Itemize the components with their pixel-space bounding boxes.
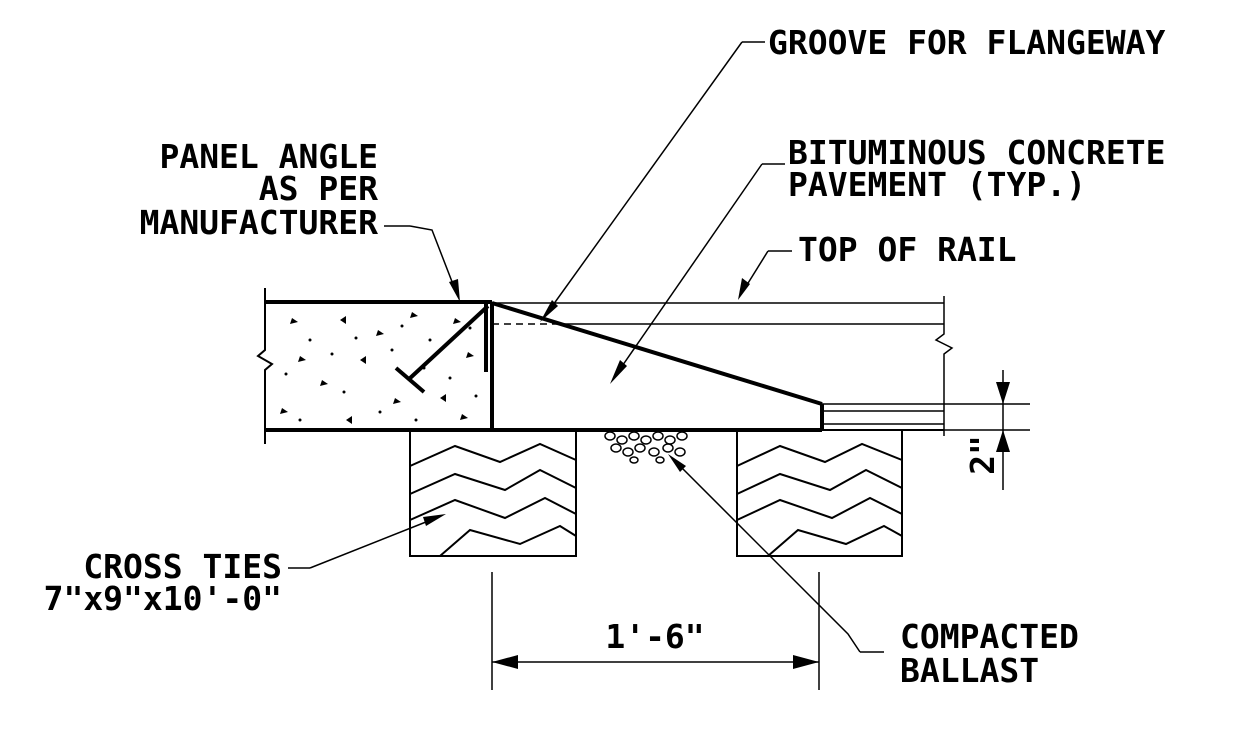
bituminous-label-line1: BITUMINOUS CONCRETE	[788, 133, 1166, 172]
panel-angle	[394, 300, 492, 394]
cross-ties-label-line1: CROSS TIES	[83, 547, 282, 586]
bituminous-pavement-wedge	[491, 301, 824, 432]
cross-ties-label-line2: 7"x9"x10'-0"	[44, 579, 282, 618]
rail-lines	[492, 296, 1030, 436]
compacted-ballast-leader	[668, 454, 884, 653]
top-of-rail-leader	[738, 250, 792, 300]
tie-spacing-dimension	[491, 572, 820, 690]
groove-for-flangeway-label: GROOVE FOR FLANGEWAY	[768, 23, 1165, 62]
cross-ties-leader	[288, 514, 446, 569]
panel-angle-label-line3: MANUFACTURER	[140, 203, 379, 242]
tie-spacing-label: 1'-6"	[605, 617, 704, 656]
top-of-rail-label: TOP OF RAIL	[798, 230, 1017, 269]
compacted-ballast-label-line1: COMPACTED	[900, 617, 1079, 656]
panel-angle-label-line2: AS PER	[259, 169, 378, 208]
concrete-stipple	[280, 312, 478, 424]
cross-tie-left	[409, 429, 577, 557]
pavement-offset-label: 2"	[963, 435, 1002, 475]
cross-tie-right	[736, 429, 903, 557]
compacted-ballast-label-line2: BALLAST	[900, 651, 1039, 690]
pavement-offset-dimension	[996, 370, 1010, 490]
groove-leader	[540, 41, 765, 322]
compacted-ballast	[604, 431, 688, 464]
bituminous-leader	[610, 163, 785, 384]
bituminous-label-line2: PAVEMENT (TYP.)	[788, 165, 1086, 204]
concrete-panel	[256, 288, 494, 444]
panel-angle-leader	[384, 225, 460, 302]
panel-angle-label-line1: PANEL ANGLE	[159, 137, 378, 176]
